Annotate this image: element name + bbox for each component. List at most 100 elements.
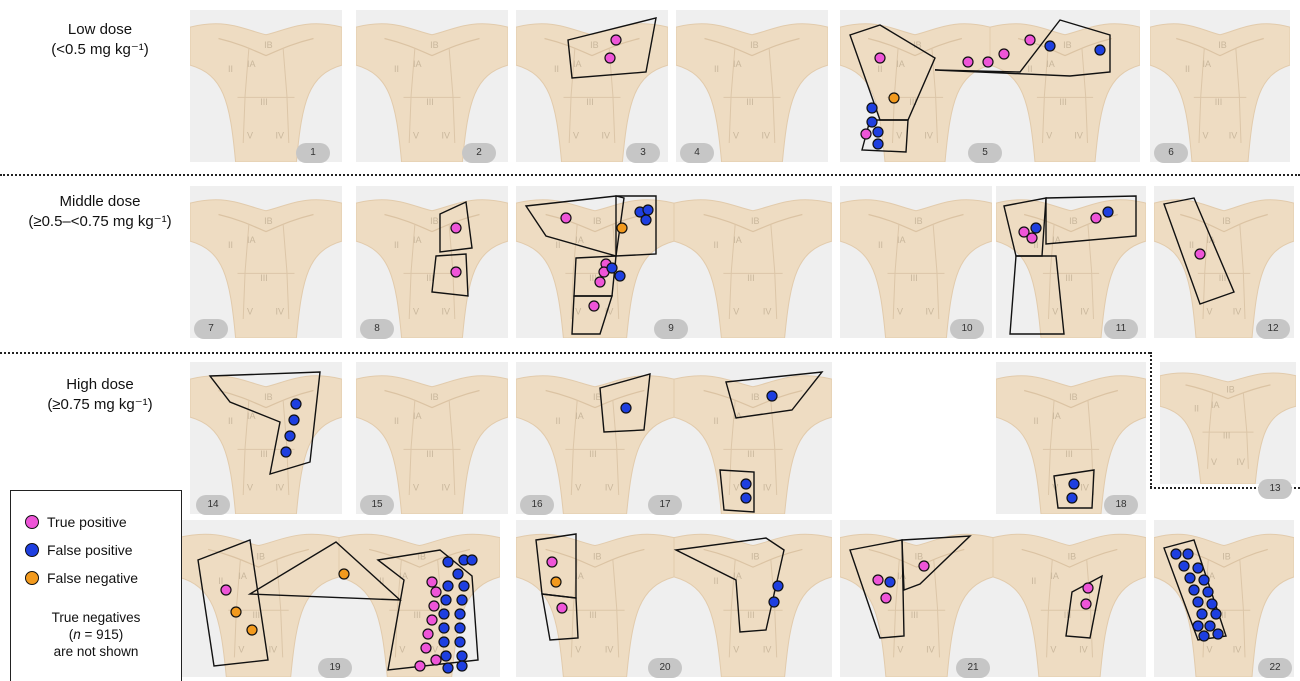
false-positive-node-marker [1031, 223, 1041, 233]
patient-panel-15: IIIAIBIIIVIV [356, 362, 508, 514]
false-positive-node-marker [1045, 41, 1055, 51]
false-positive-node-marker [1069, 479, 1079, 489]
row-label-high-dose: High dose (≥0.75 mg kg⁻¹) [20, 375, 180, 415]
region-label: II [714, 416, 719, 426]
region-label: III [747, 273, 755, 283]
patient-panel-21: IIIAIBIIIVIVIIIAIBIIIVIV [840, 520, 1146, 677]
region-label: IB [1222, 216, 1231, 226]
region-label: II [1034, 416, 1039, 426]
region-label: III [911, 610, 919, 620]
patient-panel-18: IIIAIBIIIVIV [996, 362, 1146, 514]
region-label: IA [897, 235, 906, 245]
region-label: IB [264, 392, 273, 402]
true-positive-node-marker [999, 49, 1009, 59]
neck-anatomy-illustration: IIIAIBIIIVIV [190, 200, 342, 338]
region-label: III [426, 97, 434, 107]
region-label: III [260, 97, 268, 107]
false-positive-node-marker [769, 597, 779, 607]
region-label: II [878, 64, 883, 74]
region-label: IA [897, 571, 906, 581]
region-label: IB [751, 551, 760, 561]
true-positive-node-marker [983, 57, 993, 67]
row-separator-2 [0, 352, 1150, 354]
region-label: IA [733, 235, 742, 245]
region-label: V [575, 644, 581, 654]
region-label: IB [593, 551, 602, 561]
false-positive-node-marker [1189, 585, 1199, 595]
region-label: IB [1226, 385, 1235, 395]
legend-item-false-positive: False positive [25, 541, 133, 559]
region-label: IB [1222, 551, 1231, 561]
region-label: IA [1211, 400, 1220, 410]
region-label: II [394, 64, 399, 74]
true-positive-node-marker [423, 629, 433, 639]
false-positive-node-marker [1103, 207, 1113, 217]
region-label: V [1207, 306, 1213, 316]
patient-number-badge: 13 [1258, 479, 1292, 499]
region-label: II [714, 576, 719, 586]
false-negative-node-marker [339, 569, 349, 579]
neck-anatomy-illustration: IIIAIBIIIVIV [996, 200, 1146, 338]
region-label: III [1065, 273, 1073, 283]
region-label: V [1050, 644, 1056, 654]
region-label: IV [1074, 130, 1083, 140]
false-positive-node-marker [289, 415, 299, 425]
region-label: V [247, 306, 253, 316]
neck-anatomy-illustration: IIIAIBIIIVIV [516, 24, 668, 162]
region-label: II [714, 64, 719, 74]
region-label: II [218, 576, 223, 586]
legend-label: False positive [47, 542, 133, 558]
false-positive-node-marker [885, 577, 895, 587]
region-label: IV [762, 130, 771, 140]
region-label: IB [751, 392, 760, 402]
region-label: V [413, 130, 419, 140]
neck-anatomy-illustration: IIIAIBIIIVIV [674, 200, 832, 338]
region-label: IV [1079, 644, 1088, 654]
neck-anatomy-illustration: IIIAIBIIIVIV [516, 376, 674, 514]
region-label: V [733, 644, 739, 654]
region-label: IA [247, 235, 256, 245]
true-positive-node-marker [451, 267, 461, 277]
false-positive-node-marker [1183, 549, 1193, 559]
region-label: II [394, 416, 399, 426]
patient-number-badge: 8 [360, 319, 394, 339]
region-label: IA [1052, 411, 1061, 421]
true-positive-node-marker [431, 655, 441, 665]
region-label: III [1215, 97, 1223, 107]
patient-number-badge: 10 [950, 319, 984, 339]
legend-label: False negative [47, 570, 138, 586]
region-label: IA [575, 411, 584, 421]
region-label: IB [914, 216, 923, 226]
false-positive-node-marker [441, 651, 451, 661]
true-positive-node-marker [881, 593, 891, 603]
patient-number-badge: 6 [1154, 143, 1188, 163]
false-positive-node-marker [1095, 45, 1105, 55]
row-label-range: (<0.5 mg kg⁻¹) [20, 40, 180, 60]
region-label: IB [750, 40, 759, 50]
true-positive-node-marker [557, 603, 567, 613]
true-positive-node-marker [589, 301, 599, 311]
region-label: IB [256, 551, 265, 561]
region-label: V [1046, 130, 1052, 140]
patient-panel-19: IIIAIBIIIVIVIIIAIBIIIVIV [178, 520, 500, 677]
true-positive-node-marker [1091, 213, 1101, 223]
region-label: II [1031, 576, 1036, 586]
region-label: III [1065, 449, 1073, 459]
true-positive-node-marker [611, 35, 621, 45]
region-label: IV [276, 130, 285, 140]
region-label: II [1028, 64, 1033, 74]
false-positive-node-marker [457, 661, 467, 671]
region-label: IV [605, 644, 614, 654]
patient-number-badge: 16 [520, 495, 554, 515]
true-positive-node-marker [561, 213, 571, 223]
true-positive-node-marker [1081, 599, 1091, 609]
false-positive-node-marker [1171, 549, 1181, 559]
region-label: IB [1069, 216, 1078, 226]
false-positive-node-marker [1179, 561, 1189, 571]
neck-anatomy-illustration: IIIAIBIIIVIV [840, 534, 993, 677]
false-positive-node-marker [443, 557, 453, 567]
neck-anatomy-illustration: IIIAIBIIIVIV [178, 534, 339, 677]
false-positive-node-marker [621, 403, 631, 413]
